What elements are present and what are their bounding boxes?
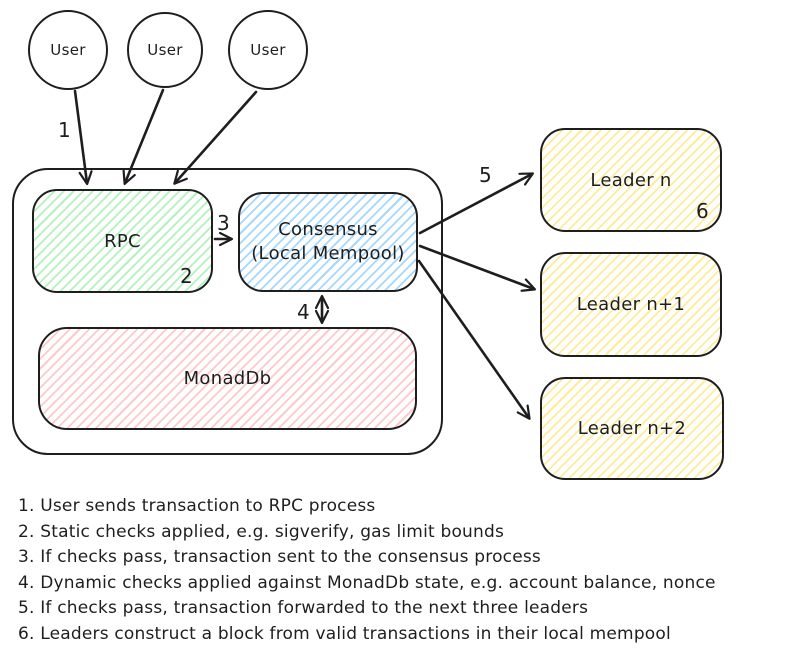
leader-n1-box: Leader n+1: [540, 252, 722, 357]
legend-item-6: 6. Leaders construct a block from valid …: [18, 623, 671, 644]
legend-item-1: 1. User sends transaction to RPC process: [18, 496, 376, 516]
monaddb-box: MonadDb: [38, 327, 417, 430]
leader-n-box: Leader n: [540, 128, 722, 232]
step-marker-3: 3: [217, 211, 230, 235]
rpc-box: RPC: [32, 189, 213, 293]
step-marker-1: 1: [58, 118, 71, 142]
step-marker-5: 5: [479, 163, 492, 187]
step-marker-2: 2: [180, 264, 193, 288]
leader-n2-box-label: Leader n+2: [577, 418, 687, 439]
consensus-box: Consensus (Local Mempool): [238, 192, 418, 292]
leader-n1-box-label: Leader n+1: [576, 294, 686, 315]
user-node-3: User: [228, 10, 308, 90]
user-node-3-label: User: [250, 41, 286, 59]
legend-item-4: 4. Dynamic checks applied against MonadD…: [18, 572, 716, 593]
legend-item-2: 2. Static checks applied, e.g. sigverify…: [18, 521, 505, 542]
legend-item-5: 5. If checks pass, transaction forwarded…: [18, 598, 589, 619]
rpc-box-label: RPC: [104, 230, 141, 252]
step-marker-6: 6: [696, 199, 709, 223]
consensus-box-label-line2: (Local Mempool): [251, 243, 405, 264]
monaddb-box-label: MonadDb: [183, 368, 272, 389]
leader-n-box-label: Leader n: [590, 169, 672, 191]
consensus-box-label-line1: Consensus: [278, 218, 378, 240]
user-node-2: User: [127, 12, 203, 88]
node-container: [12, 168, 443, 455]
user-node-1-label: User: [50, 41, 86, 59]
legend-item-3: 3. If checks pass, transaction sent to t…: [18, 547, 541, 568]
legend-list: 1. User sends transaction to RPC process…: [18, 494, 793, 648]
leader-n2-box: Leader n+2: [540, 377, 724, 480]
user-node-1: User: [28, 10, 108, 90]
step-marker-4: 4: [297, 300, 310, 324]
user-node-2-label: User: [147, 41, 183, 59]
